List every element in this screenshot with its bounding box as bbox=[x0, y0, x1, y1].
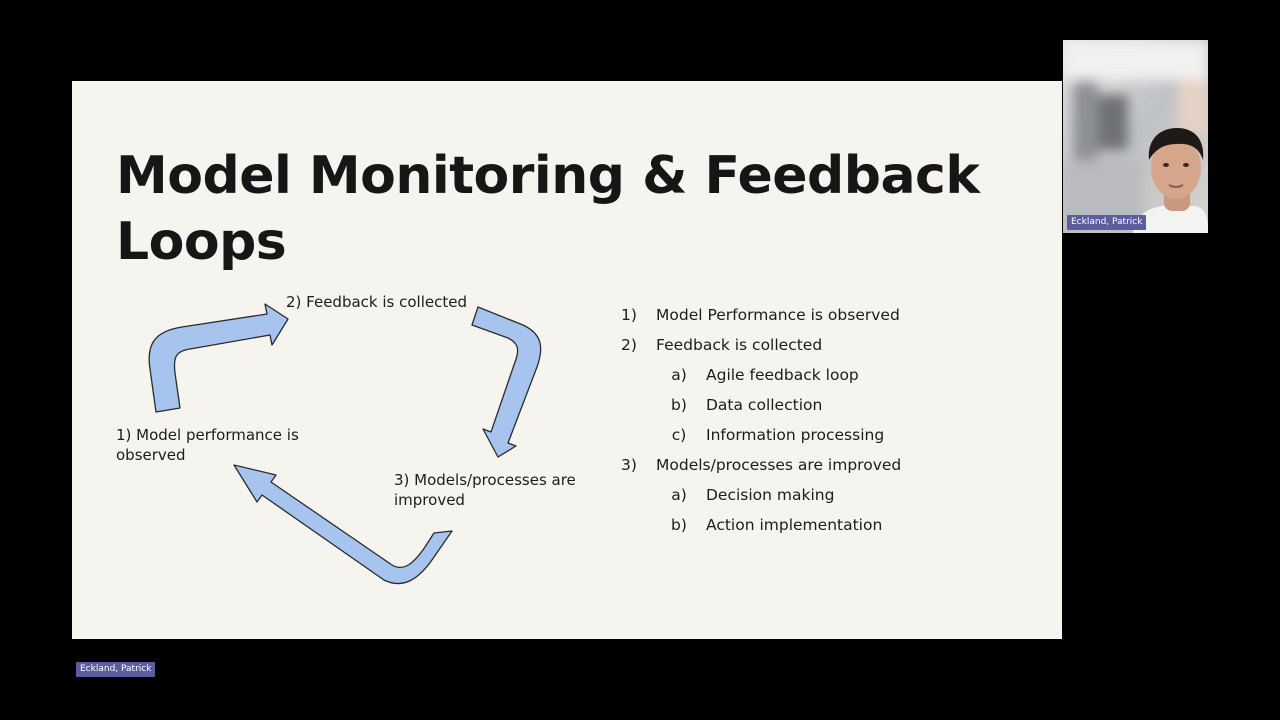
list-subitem: a) Decision making bbox=[612, 480, 1032, 510]
step1-label-line1: 1) Model performance is bbox=[116, 426, 299, 444]
step3-label: 3) Models/processes are improved bbox=[394, 470, 576, 510]
list-item-number: 3) bbox=[621, 456, 637, 474]
presenter-name-tag: Eckland, Patrick bbox=[76, 662, 156, 677]
list-subitem-text: Data collection bbox=[706, 396, 823, 414]
list-item: 1) Model Performance is observed bbox=[612, 300, 1032, 330]
list-item-text: Models/processes are improved bbox=[656, 456, 902, 474]
list-subitem-letter: a) bbox=[671, 366, 687, 384]
list-subitem: a) Agile feedback loop bbox=[612, 360, 1032, 390]
arrow-observe-to-collect bbox=[148, 303, 289, 413]
list-subitem-letter: c) bbox=[671, 426, 687, 444]
arrow-collect-to-improve bbox=[471, 306, 542, 458]
list-subitem: b) Data collection bbox=[612, 390, 1032, 420]
step1-label-line2: observed bbox=[116, 446, 186, 464]
participant-video-tile[interactable]: Eckland, Patrick bbox=[1063, 40, 1208, 233]
list-item-number: 2) bbox=[621, 336, 637, 354]
step1-label: 1) Model performance is observed bbox=[116, 425, 299, 465]
feedback-loop-diagram bbox=[148, 303, 542, 585]
slide-title: Model Monitoring & Feedback Loops bbox=[116, 146, 980, 272]
list-subitem-letter: a) bbox=[671, 486, 687, 504]
list-subitem: c) Information processing bbox=[612, 420, 1032, 450]
participant-name-tag: Eckland, Patrick bbox=[1067, 215, 1147, 230]
list-item: 3) Models/processes are improved bbox=[612, 450, 1032, 480]
list-subitem-letter: b) bbox=[671, 396, 687, 414]
list-item-text: Feedback is collected bbox=[656, 336, 823, 354]
step3-label-line2: improved bbox=[394, 491, 465, 509]
list-item: 2) Feedback is collected bbox=[612, 330, 1032, 360]
list-subitem-text: Action implementation bbox=[706, 516, 883, 534]
list-subitem: b) Action implementation bbox=[612, 510, 1032, 540]
list-item-text: Model Performance is observed bbox=[656, 306, 900, 324]
list-subitem-text: Decision making bbox=[706, 486, 835, 504]
list-subitem-text: Information processing bbox=[706, 426, 885, 444]
list-subitem-text: Agile feedback loop bbox=[706, 366, 859, 384]
list-item-number: 1) bbox=[621, 306, 637, 324]
participant-video-feed bbox=[1063, 40, 1208, 233]
arrow-improve-to-observe bbox=[233, 464, 453, 585]
list-subitem-letter: b) bbox=[671, 516, 687, 534]
step2-label: 2) Feedback is collected bbox=[286, 293, 467, 311]
step3-label-line1: 3) Models/processes are bbox=[394, 471, 576, 489]
steps-outline-list: 1) Model Performance is observed 2) Feed… bbox=[612, 300, 1032, 540]
shared-slide: Model Monitoring & Feedback Loops 1) Mod… bbox=[72, 81, 1062, 639]
